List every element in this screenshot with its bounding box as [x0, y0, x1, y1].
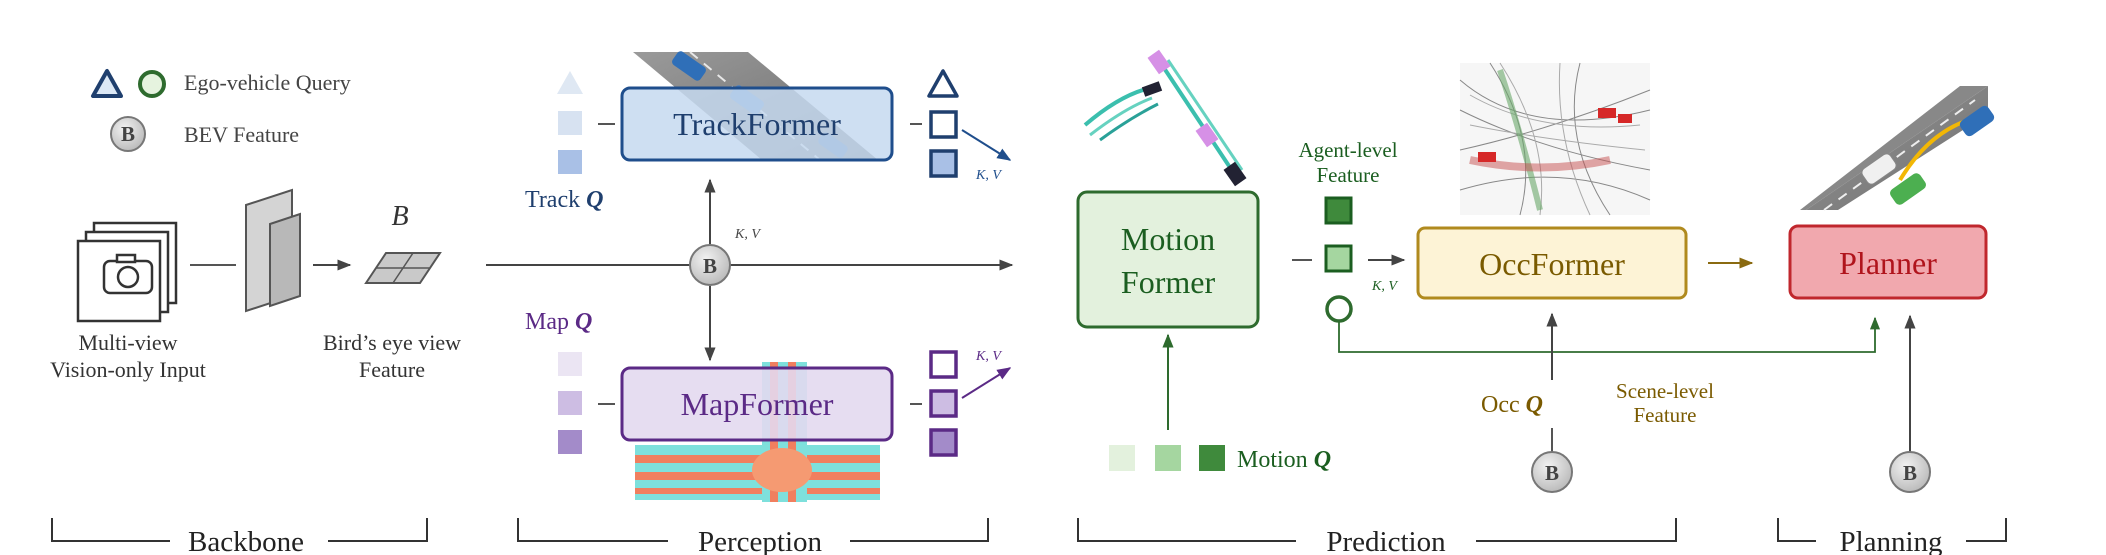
section-planning-label: Planning [1839, 526, 1942, 555]
mapformer-label: MapFormer [681, 386, 834, 422]
occ-bev-symbol: B [1545, 461, 1559, 485]
track-query-square-icon [558, 150, 582, 174]
occformer-box [1416, 226, 1688, 300]
legend-ego-query-label: Ego-vehicle Query [184, 70, 351, 95]
perception-bev-symbol: B [703, 254, 717, 278]
bev-caption-line1: Bird’s eye view [323, 330, 461, 355]
occ-bev-icon [1531, 451, 1573, 493]
map-kv-label: K, V [975, 349, 1002, 364]
track-query-label: Track Q [525, 187, 603, 213]
track-kv-arrow [961, 129, 1012, 161]
section-prediction-label: Prediction [1326, 526, 1446, 555]
input-caption-line2: Vision-only Input [50, 357, 206, 382]
bev-grid-icon [364, 252, 442, 284]
map-query-square-icon [558, 352, 582, 376]
motionformer-label-line1: Motion [1121, 221, 1215, 257]
section-backbone-label: Backbone [188, 526, 304, 555]
trackformer-box [620, 86, 894, 162]
planner-bev-symbol: B [1903, 461, 1917, 485]
legend-bev-symbol: B [121, 122, 135, 146]
map-output-stack [929, 350, 958, 457]
section-prediction: Prediction [1077, 518, 1677, 555]
map-query-label: Map Q [525, 309, 592, 335]
motion-trajectory-image [1083, 49, 1247, 187]
planner-label: Planner [1839, 245, 1937, 281]
mapformer-box [620, 366, 894, 442]
planner-bev-icon [1889, 451, 1931, 493]
map-query-square-icon [558, 391, 582, 415]
agent-feature-stack [1324, 196, 1353, 323]
map-output-square-icon [929, 389, 958, 418]
legend-bev-feature-label: BEV Feature [184, 122, 299, 147]
planner-box [1788, 224, 1988, 300]
agent-feature-square-icon [1324, 196, 1353, 225]
scene-feature-label-line2: Feature [1634, 403, 1697, 427]
agent-feature-label-line2: Feature [1317, 163, 1380, 187]
track-query-stack [557, 71, 583, 174]
backbone-network-icon [245, 188, 301, 313]
track-output-ego-icon [927, 69, 959, 98]
ego-query-path [1338, 316, 1881, 353]
agent-feature-label-line1: Agent-level [1298, 138, 1397, 162]
map-output-square-icon [929, 350, 958, 379]
track-output-stack [927, 69, 959, 178]
motion-query-square-icon [1155, 445, 1181, 471]
agent-feature-ego-icon [1325, 295, 1353, 323]
bev-kv-label: K, V [734, 227, 761, 242]
planning-road-image [1800, 86, 1995, 211]
perception-bev-icon [689, 244, 731, 286]
bev-label: B [391, 201, 408, 232]
camera-stack-icon [76, 221, 178, 323]
occupancy-map-image [1459, 62, 1651, 216]
agent-feature-square-icon [1324, 244, 1353, 273]
map-kv-arrow [961, 367, 1012, 399]
track-kv-label: K, V [975, 168, 1002, 183]
trackformer-label: TrackFormer [673, 106, 841, 142]
agent-kv-label: K, V [1371, 279, 1398, 294]
track-query-square-icon [558, 111, 582, 135]
occformer-label: OccFormer [1479, 246, 1625, 282]
section-planning: Planning [1777, 518, 2007, 555]
motion-query-stack [1109, 445, 1225, 471]
scene-feature-label-line1: Scene-level [1616, 379, 1714, 403]
bev-caption-line2: Feature [359, 357, 425, 382]
ego-query-circle-icon [138, 70, 166, 98]
section-perception-label: Perception [698, 526, 823, 555]
ego-query-triangle-icon [91, 69, 123, 98]
legend: Ego-vehicle Query B BEV Feature [91, 69, 351, 152]
section-perception: Perception [517, 518, 989, 555]
motionformer-label-line2: Former [1121, 264, 1216, 300]
motion-query-square-icon [1199, 445, 1225, 471]
motion-query-square-icon [1109, 445, 1135, 471]
motion-query-label: Motion Q [1237, 447, 1331, 473]
map-output-square-icon [929, 428, 958, 457]
track-output-square-icon [929, 149, 958, 178]
occ-query-label: Occ Q [1481, 392, 1543, 418]
track-query-ego-icon [557, 71, 583, 94]
track-output-square-icon [929, 110, 958, 139]
section-backbone: Backbone [51, 518, 428, 555]
map-query-square-icon [558, 430, 582, 454]
map-query-stack [558, 352, 582, 454]
motionformer-box [1076, 190, 1260, 329]
input-caption-line1: Multi-view [79, 330, 178, 355]
legend-bev-icon [110, 116, 146, 152]
